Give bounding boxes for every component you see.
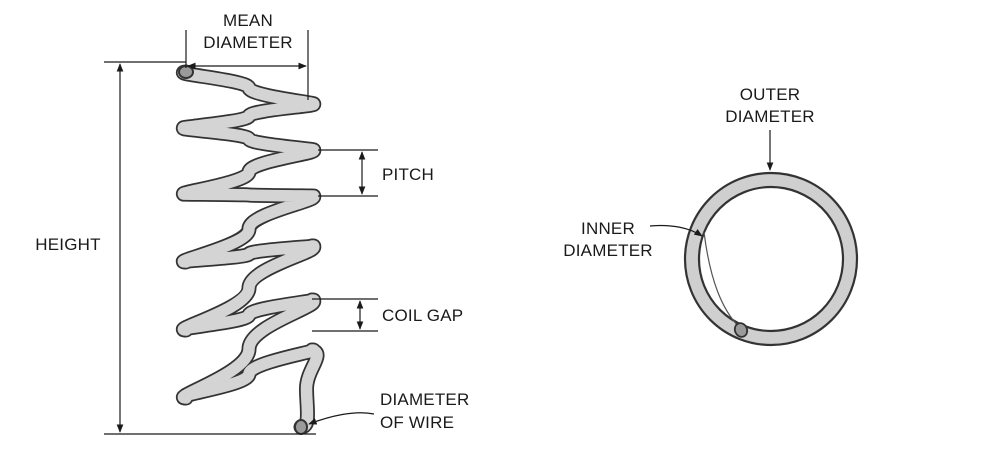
outer-diameter-label-2: DIAMETER — [725, 107, 814, 126]
wire-diameter-label: DIAMETER — [380, 390, 469, 409]
pitch-label: PITCH — [382, 165, 434, 184]
spring-end-view — [683, 171, 859, 347]
inner-diameter-leader — [649, 224, 703, 237]
coil-gap-dimension — [312, 298, 378, 332]
mean-diameter-label: MEAN — [223, 11, 273, 30]
coil-gap-label: COIL GAP — [382, 306, 463, 325]
pitch-dimension — [318, 149, 378, 197]
height-label: HEIGHT — [35, 235, 100, 254]
wire-diameter-leader — [308, 412, 375, 425]
outer-diameter-label: OUTER — [740, 85, 801, 104]
coil-spring — [175, 64, 325, 435]
wire-end-ring — [733, 322, 749, 338]
mean-diameter-label-2: DIAMETER — [203, 33, 292, 52]
inner-diameter-label: INNER — [581, 219, 635, 238]
wire-diameter-label-2: OF WIRE — [380, 413, 454, 432]
inner-diameter-label-2: DIAMETER — [563, 241, 652, 260]
wire-end-bottom — [294, 419, 308, 435]
height-dimension — [104, 61, 316, 435]
